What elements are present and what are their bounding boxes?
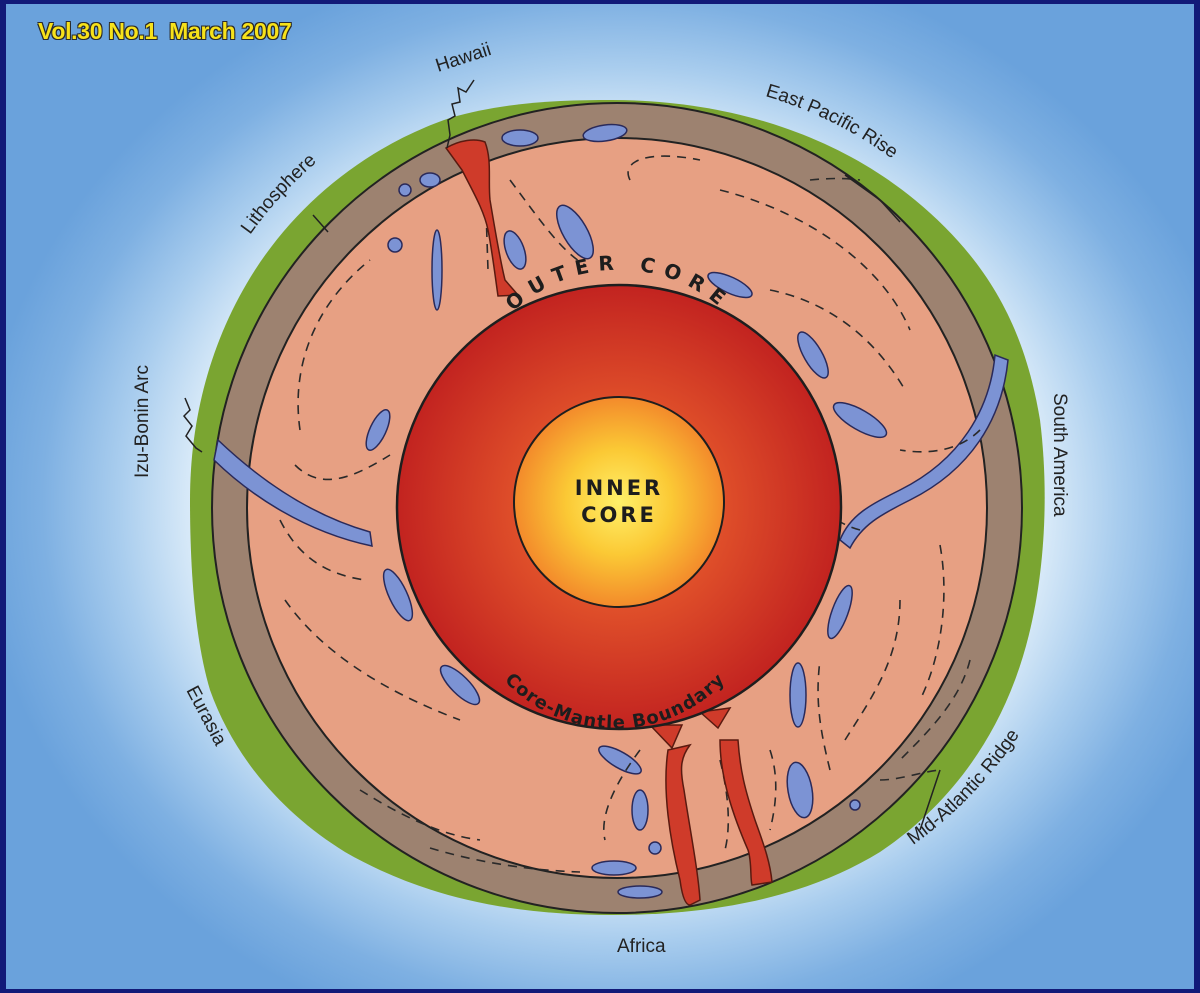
inner-core xyxy=(514,397,724,607)
inner-core-label-line1: INNER xyxy=(575,476,663,500)
izu-bonin-arc-label: Izu-Bonin Arc xyxy=(132,365,153,478)
inner-core-label-line2: CORE xyxy=(581,503,657,527)
hawaii-label: Hawaii xyxy=(433,39,494,77)
south-america-label: South America xyxy=(1049,393,1070,517)
africa-label: Africa xyxy=(617,936,666,957)
